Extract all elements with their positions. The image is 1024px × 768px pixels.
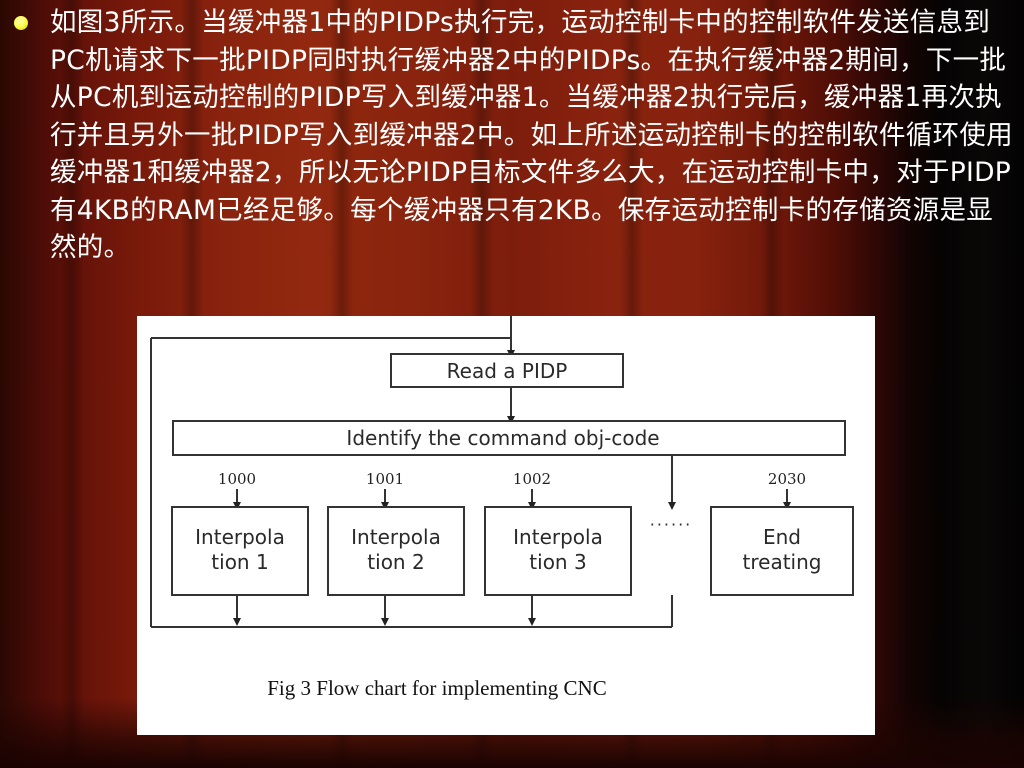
end-treating-line2: treating: [743, 550, 822, 574]
identify-label: Identify the command obj-code: [346, 426, 659, 450]
interpolation-3-line1: Interpola: [513, 525, 603, 549]
figure-caption: Fig 3 Flow chart for implementing CNC: [267, 676, 606, 700]
interpolation-2-box: [327, 506, 465, 596]
interpolation-3-box: [484, 506, 632, 596]
code-label-1002: 1002: [513, 470, 551, 488]
bullet-icon: [14, 16, 28, 30]
flowchart-figure: Read a PIDP Identify the command obj-cod…: [137, 316, 875, 735]
curtain-fold: [60, 0, 84, 768]
interpolation-1-box: [171, 506, 309, 596]
code-label-2030: 2030: [768, 470, 806, 488]
identify-box: [172, 420, 846, 456]
flowchart-svg: Read a PIDP Identify the command obj-cod…: [150, 316, 854, 700]
interpolation-3-line2: tion 3: [529, 550, 586, 574]
slide-body-text: 如图3所示。当缓冲器1中的PIDPs执行完，运动控制卡中的控制软件发送信息到PC…: [50, 7, 1013, 263]
end-treating-line1: End: [763, 525, 801, 549]
interpolation-2-line1: Interpola: [351, 525, 441, 549]
code-label-1001: 1001: [366, 470, 404, 488]
interpolation-2-line2: tion 2: [367, 550, 424, 574]
read-pidp-label: Read a PIDP: [447, 359, 568, 383]
ellipsis: ······: [650, 515, 693, 534]
end-treating-box: [710, 506, 854, 596]
interpolation-1-line2: tion 1: [211, 550, 268, 574]
interpolation-1-line1: Interpola: [195, 525, 285, 549]
code-label-1000: 1000: [218, 470, 256, 488]
read-pidp-box: [390, 353, 624, 388]
